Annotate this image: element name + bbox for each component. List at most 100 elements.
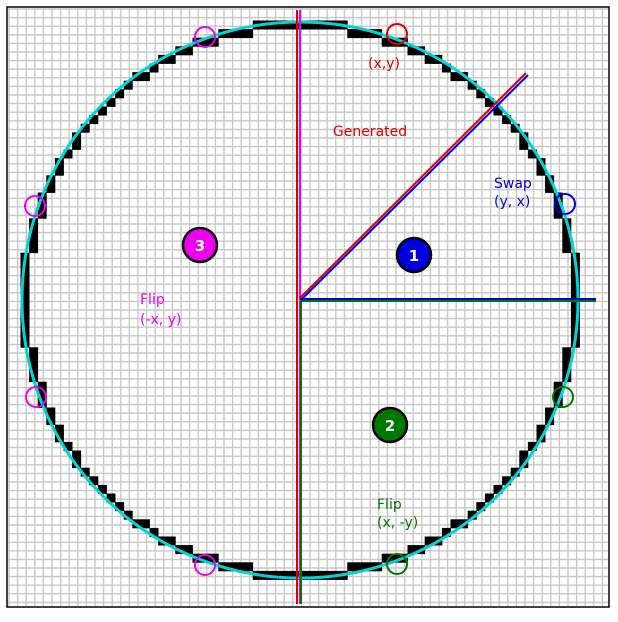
swap-coords-label: (y, x): [494, 194, 530, 210]
circle-pixel: [304, 20, 314, 30]
octant-badge-3: 3: [181, 226, 219, 264]
circle-pixel: [321, 20, 331, 30]
circle-pixel: [235, 29, 245, 39]
circle-pixel: [510, 123, 520, 133]
circle-pixel: [519, 140, 529, 150]
flip-x-coords-label: (-x, y): [140, 312, 181, 328]
circle-pixel: [72, 140, 82, 150]
circle-pixel: [20, 278, 30, 288]
circle-pixel: [287, 20, 297, 30]
flip-x-left-upper-marker: [24, 195, 46, 217]
flip-y-title-label: Flip: [377, 497, 402, 513]
circle-pixel: [97, 484, 107, 494]
circle-pixel: [278, 570, 288, 580]
circle-pixel: [29, 226, 39, 236]
circle-pixel: [46, 183, 56, 193]
circle-pixel: [390, 553, 400, 563]
circle-pixel: [441, 527, 451, 537]
circle-pixel: [493, 484, 503, 494]
circle-pixel: [106, 493, 116, 503]
circle-pixel: [226, 29, 236, 39]
circle-pixel: [63, 441, 73, 451]
circle-pixel: [29, 235, 39, 245]
circle-pixel: [553, 390, 563, 400]
generated-point-label: (x,y): [368, 56, 400, 72]
circle-pixel: [312, 570, 322, 580]
circle-pixel: [355, 29, 365, 39]
circle-pixel: [201, 37, 211, 47]
circle-pixel: [553, 381, 563, 391]
circle-pixel: [54, 166, 64, 176]
circle-pixel: [527, 441, 537, 451]
flip-y-coords-label: (x, -y): [377, 515, 418, 531]
circle-pixel: [450, 519, 460, 529]
circle-pixel: [20, 312, 30, 322]
circle-pixel: [140, 72, 150, 82]
circle-pixel: [355, 562, 365, 572]
circle-pixel: [553, 201, 563, 211]
pixel-grid: [8, 8, 608, 606]
circle-pixel: [46, 407, 56, 417]
circle-pixel: [106, 97, 116, 107]
circle-pixel: [364, 562, 374, 572]
circle-pixel: [545, 407, 555, 417]
circle-pixel: [29, 364, 39, 374]
circle-pixel: [347, 562, 357, 572]
circle-pixel: [536, 424, 546, 434]
circle-pixel: [20, 287, 30, 297]
circle-pixel: [519, 450, 529, 460]
circle-pixel: [20, 269, 30, 279]
circle-pixel: [226, 562, 236, 572]
circle-pixel: [467, 510, 477, 520]
circle-pixel: [183, 545, 193, 555]
circle-pixel: [424, 536, 434, 546]
circle-pixel: [54, 424, 64, 434]
octant-badge-1: 1: [395, 236, 433, 274]
flip-x-bottom-point-marker: [194, 554, 216, 576]
badge-3-disc: [181, 226, 219, 264]
generated-label: Generated: [333, 124, 407, 140]
circle-pixel: [20, 304, 30, 314]
circle-pixel: [29, 244, 39, 254]
circle-pixel: [72, 450, 82, 460]
circle-pixel: [123, 510, 133, 520]
flip-y-bottom-point-marker: [386, 553, 408, 575]
circle-pixel: [476, 89, 486, 99]
circle-pixel: [20, 321, 30, 331]
circle-pixel: [29, 347, 39, 357]
circle-pixel: [37, 390, 47, 400]
circle-pixel: [484, 97, 494, 107]
badge-2-number: 2: [385, 417, 395, 435]
circle-pixel: [570, 278, 580, 288]
circle-pixel: [80, 123, 90, 133]
circle-pixel: [527, 149, 537, 159]
circle-pixel: [493, 106, 503, 116]
circle-pixel: [347, 29, 357, 39]
swap-title-label: Swap: [494, 176, 532, 192]
circle-pixel: [510, 467, 520, 477]
circle-pixel: [484, 493, 494, 503]
circle-pixel: [570, 287, 580, 297]
circle-pixel: [166, 54, 176, 64]
circle-pixel: [467, 80, 477, 90]
circle-pixel: [407, 545, 417, 555]
circle-pixel: [80, 467, 90, 477]
circle-pixel: [20, 295, 30, 305]
circle-pixel: [562, 347, 572, 357]
circle-pixel: [562, 235, 572, 245]
flip-x-top-point-marker: [194, 26, 216, 48]
circle-pixel: [304, 570, 314, 580]
circle-pixel: [424, 54, 434, 64]
circle-pixel: [364, 29, 374, 39]
circle-pixel: [562, 364, 572, 374]
circle-pixel: [89, 115, 99, 125]
circle-pixel: [63, 149, 73, 159]
circle-pixel: [269, 20, 279, 30]
badge-1-disc: [395, 236, 433, 274]
circle-pixel: [183, 46, 193, 56]
badge-1-number: 1: [409, 247, 419, 265]
diagonal-line-generated: [299, 72, 527, 299]
generated-point-marker: [386, 23, 408, 45]
